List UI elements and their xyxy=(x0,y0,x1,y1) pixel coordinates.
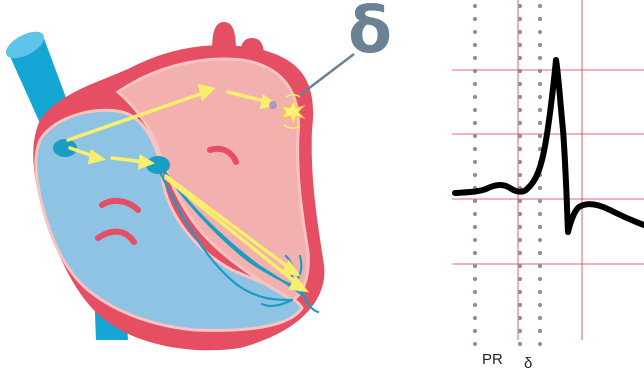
interval-dot xyxy=(538,108,542,112)
interval-dot xyxy=(518,30,522,34)
interval-dot xyxy=(518,82,522,86)
interval-dot xyxy=(538,30,542,34)
interval-dot xyxy=(538,4,542,8)
interval-dot xyxy=(473,251,477,255)
interval-dot xyxy=(473,264,477,268)
interval-dot xyxy=(473,342,477,346)
interval-dot xyxy=(518,277,522,281)
interval-dot xyxy=(518,173,522,177)
interval-dot xyxy=(518,264,522,268)
interval-dot xyxy=(473,329,477,333)
interval-dot xyxy=(538,95,542,99)
ecg-grid-vertical xyxy=(518,0,582,340)
interval-dot xyxy=(538,56,542,60)
interval-dot xyxy=(538,199,542,203)
interval-dot xyxy=(538,342,542,346)
interval-dot xyxy=(473,30,477,34)
interval-dot xyxy=(518,303,522,307)
delta-wave-label: δ xyxy=(524,355,532,372)
interval-dot xyxy=(538,134,542,138)
interval-dot xyxy=(518,251,522,255)
interval-dot xyxy=(473,225,477,229)
interval-dot xyxy=(473,212,477,216)
interval-dot xyxy=(518,212,522,216)
interval-dot xyxy=(473,121,477,125)
interval-dot xyxy=(518,147,522,151)
interval-dot xyxy=(538,69,542,73)
interval-dot xyxy=(473,108,477,112)
interval-dot xyxy=(473,147,477,151)
interval-dot xyxy=(518,121,522,125)
ecg-panel: PR δ xyxy=(452,0,644,372)
interval-dot xyxy=(518,329,522,333)
interval-dot xyxy=(538,290,542,294)
interval-dot xyxy=(473,277,477,281)
interval-dot xyxy=(538,121,542,125)
interval-dot xyxy=(473,43,477,47)
interval-dot xyxy=(473,316,477,320)
interval-dot xyxy=(473,173,477,177)
pr-interval-label: PR xyxy=(482,351,503,368)
interval-dot xyxy=(518,69,522,73)
interval-dot xyxy=(518,43,522,47)
interval-dot xyxy=(518,108,522,112)
interval-dot xyxy=(518,238,522,242)
interval-dot xyxy=(538,238,542,242)
heart-illustration: δ xyxy=(2,0,392,350)
interval-dot xyxy=(538,251,542,255)
interval-dot xyxy=(518,290,522,294)
interval-dot xyxy=(473,17,477,21)
interval-dot xyxy=(473,69,477,73)
delta-symbol-large: δ xyxy=(348,0,392,68)
interval-dot xyxy=(518,199,522,203)
interval-dot xyxy=(538,43,542,47)
interval-dot xyxy=(518,56,522,60)
interval-dot xyxy=(518,134,522,138)
interval-dot xyxy=(518,4,522,8)
interval-dot xyxy=(518,342,522,346)
interval-dot xyxy=(538,17,542,21)
interval-dot xyxy=(473,95,477,99)
interval-dot xyxy=(518,95,522,99)
interval-dot xyxy=(518,17,522,21)
interval-dot xyxy=(518,225,522,229)
interval-dot xyxy=(518,160,522,164)
interval-dot xyxy=(538,264,542,268)
interval-dot xyxy=(473,56,477,60)
ecg-grid-horizontal xyxy=(452,70,644,264)
interval-dot xyxy=(538,316,542,320)
interval-dot xyxy=(518,316,522,320)
interval-dot xyxy=(538,82,542,86)
interval-dot xyxy=(473,4,477,8)
delta-pointer-line xyxy=(300,54,354,95)
interval-dot xyxy=(473,199,477,203)
interval-dot xyxy=(473,303,477,307)
interval-dot xyxy=(473,290,477,294)
interval-dot xyxy=(538,186,542,190)
interval-dot xyxy=(473,160,477,164)
interval-dot xyxy=(473,82,477,86)
interval-dot xyxy=(538,303,542,307)
interval-dot xyxy=(473,238,477,242)
ecg-trace xyxy=(455,60,644,232)
interval-dot xyxy=(538,329,542,333)
interval-dot xyxy=(473,134,477,138)
interval-dots xyxy=(473,4,542,346)
interval-dot xyxy=(538,277,542,281)
interval-dot xyxy=(538,212,542,216)
interval-dot xyxy=(538,225,542,229)
